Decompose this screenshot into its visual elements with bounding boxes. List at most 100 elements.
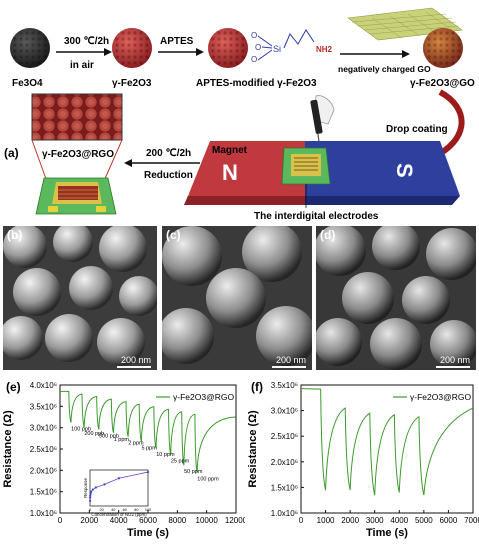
o-atom-2: O	[255, 43, 261, 52]
scale-label-d: 200 nm	[439, 355, 470, 365]
sem-spheres-b	[3, 226, 157, 370]
magnet-label: Magnet	[212, 145, 248, 156]
magnet-s-label: S	[392, 163, 417, 178]
inset-x-tick-label: 40	[111, 508, 115, 512]
substrate-on-magnet	[281, 147, 331, 185]
legend-label-f: γ-Fe2O3@RGO	[410, 392, 471, 402]
x-tick-label-f: 1000	[317, 516, 335, 525]
inset-x-label: Concentration of NO2 (ppm)	[91, 512, 147, 517]
sensor-device	[35, 177, 117, 215]
inset-point	[89, 492, 92, 495]
concentration-label: 5 ppm	[142, 445, 158, 451]
drop-coating-label: Drop coating	[386, 124, 448, 135]
inset-x-tick-label: 60	[123, 508, 127, 512]
inset-x-tick-label: 100	[145, 508, 151, 512]
gfe2o3-label: γ-Fe2O3	[112, 78, 152, 89]
y-tick-label-f: 3.0x10⁶	[271, 407, 298, 416]
panel-b-letter: (b)	[7, 228, 23, 242]
chart-f: 1.0x10⁶1.5x10⁶2.0x10⁶2.5x10⁶3.0x10⁶3.5x1…	[247, 380, 479, 539]
reduction-temp-label: 200 ℃/2h	[146, 148, 191, 159]
o-atom-1: O	[251, 31, 257, 40]
concentration-label: 200 ppb	[84, 431, 104, 437]
plot-frame-f	[300, 384, 474, 514]
y-tick-label-f: 2.0x10⁶	[271, 458, 298, 467]
concentration-label: 2 ppm	[128, 441, 144, 447]
y-tick-label-e: 2.0x10⁶	[30, 466, 57, 475]
sem-spheres-c	[162, 226, 312, 370]
series-line-e	[60, 390, 236, 473]
sem-spheres-d	[316, 226, 476, 370]
inset-x-tick-label: 20	[99, 508, 103, 512]
inset-frame	[89, 469, 149, 507]
inset-x-tick-label: 0	[89, 508, 91, 512]
concentration-label: 25 ppm	[171, 459, 190, 465]
go-label: negatively charged GO	[338, 64, 431, 74]
x-axis-label-e: Time (s)	[127, 527, 169, 539]
x-tick-label-f: 0	[299, 516, 304, 525]
y-tick-label-e: 4.0x10⁶	[30, 381, 57, 390]
y-axis-label-f: Resistance (Ω)	[247, 410, 259, 488]
x-tick-label-f: 2000	[341, 516, 359, 525]
y-axis-label-e: Resistance (Ω)	[2, 410, 14, 488]
reduction-label: Reduction	[144, 170, 193, 181]
x-tick-label-e: 0	[58, 516, 63, 525]
aptes-modified-label: APTES-modified γ-Fe2O3	[196, 78, 317, 89]
rgo-zoom-patch	[31, 93, 123, 141]
chart-e: 1.0x10⁶1.5x10⁶2.0x10⁶2.5x10⁶3.0x10⁶3.5x1…	[2, 380, 245, 539]
inset-point	[89, 496, 92, 499]
concentration-label: 100 ppb	[71, 427, 91, 433]
x-tick-label-f: 3000	[366, 516, 384, 525]
electrodes-label: The interdigital electrodes	[254, 211, 379, 222]
inset-point	[88, 499, 92, 502]
inset-x-tick-label: 80	[134, 508, 138, 512]
x-tick-label-e: 10000	[196, 516, 219, 525]
series-line-f	[300, 388, 474, 496]
gfe2o3-rgo-label: γ-Fe2O3@RGO	[42, 149, 114, 160]
x-tick-label-e: 6000	[139, 516, 157, 525]
scale-label-b: 200 nm	[120, 355, 151, 365]
gfe2o3-go-label: γ-Fe2O3@GO	[410, 78, 475, 89]
scale-bar-b	[117, 366, 151, 368]
panel-letter-e: (e)	[6, 380, 21, 394]
inset-point	[91, 488, 94, 491]
x-tick-label-f: 6000	[440, 516, 458, 525]
nh2-group: NH2	[316, 45, 333, 54]
inset-y-label: Response	[83, 478, 88, 498]
y-tick-label-e: 1.0x10⁶	[30, 509, 57, 518]
panel-d-letter: (d)	[320, 228, 336, 242]
concentration-label: 500 ppb	[99, 433, 119, 439]
step1-temp-label: 300 ℃/2h	[64, 36, 109, 47]
concentration-label: 1 ppm	[114, 437, 130, 443]
y-tick-label-e: 2.5x10⁶	[30, 445, 57, 454]
inset-point	[103, 483, 106, 486]
y-tick-label-e: 1.5x10⁶	[30, 488, 57, 497]
pipette-hand-icon	[310, 95, 335, 151]
inset-point	[94, 486, 97, 489]
y-tick-label-e: 3.5x10⁶	[30, 402, 57, 411]
x-tick-label-f: 5000	[415, 516, 433, 525]
aptes-step-label: APTES	[160, 36, 194, 47]
concentration-label: 50 ppm	[184, 469, 203, 475]
x-tick-label-e: 12000	[225, 516, 245, 525]
y-tick-label-f: 2.5x10⁶	[271, 432, 298, 441]
x-tick-label-f: 7000	[464, 516, 479, 525]
concentration-label: 100 ppm	[197, 476, 219, 482]
y-tick-label-f: 1.0x10⁶	[271, 509, 298, 518]
sem-image-d: (d) 200 nm	[316, 226, 476, 370]
x-tick-label-e: 4000	[110, 516, 128, 525]
inset-point	[146, 470, 150, 474]
legend-label-e: γ-Fe2O3@RGO	[173, 392, 234, 402]
fe3o4-label: Fe3O4	[12, 78, 43, 89]
sem-image-b: (b) 200 nm	[3, 226, 157, 370]
magnet-n-label: N	[222, 160, 238, 185]
panel-letter-f: (f)	[251, 380, 263, 394]
magnet	[184, 141, 460, 205]
o-atom-3: O	[251, 55, 257, 64]
x-tick-label-f: 4000	[390, 516, 408, 525]
step1-air-label: in air	[70, 60, 94, 71]
panel-c-letter: (c)	[166, 228, 181, 242]
y-tick-label-f: 3.5x10⁶	[271, 381, 298, 390]
inset-point	[90, 490, 93, 493]
x-axis-label-f: Time (s)	[366, 527, 408, 539]
concentration-label: 10 ppm	[156, 452, 175, 458]
